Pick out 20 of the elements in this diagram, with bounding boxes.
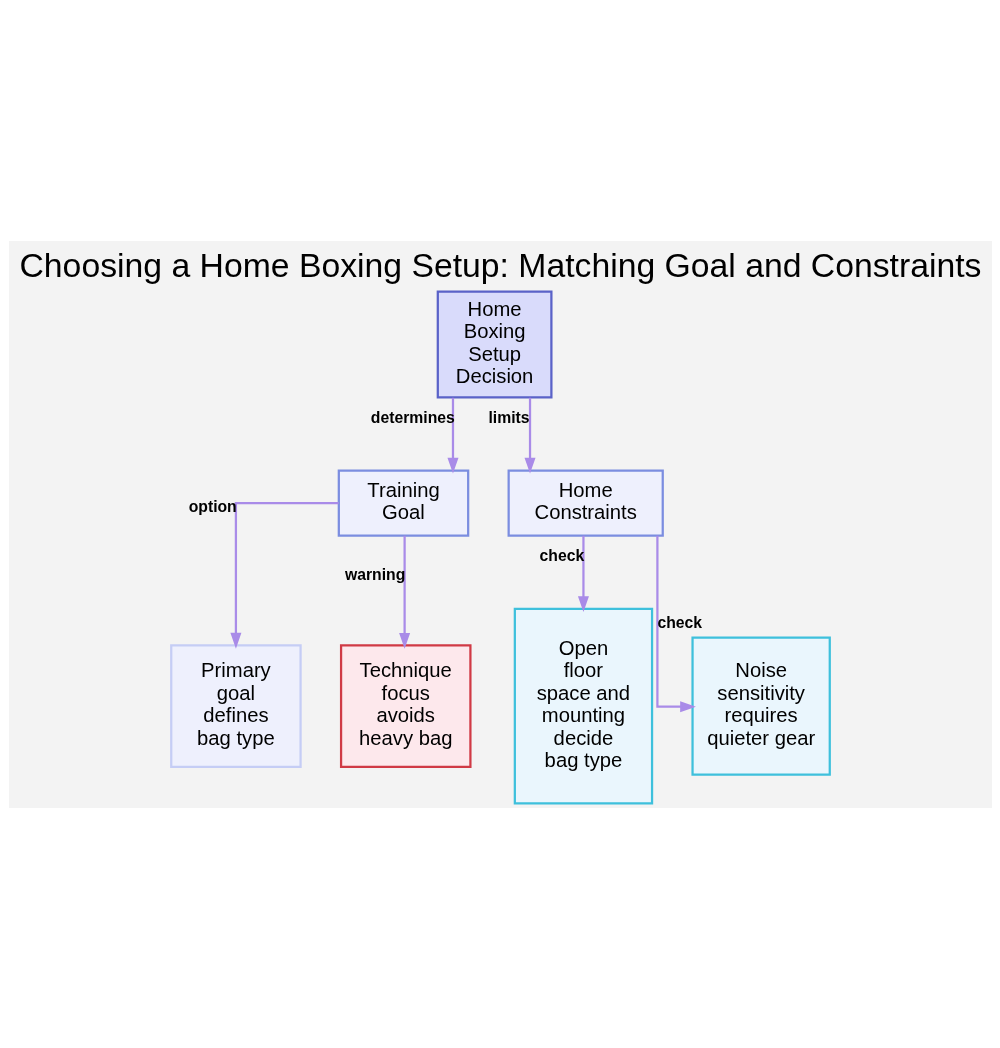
edge-label: check bbox=[539, 546, 584, 564]
node-box: Home Boxing Setup Decision bbox=[436, 290, 552, 399]
edge-label: check bbox=[656, 613, 702, 631]
edge-label: warning bbox=[344, 565, 405, 583]
arrow bbox=[398, 535, 410, 649]
arrow bbox=[446, 397, 458, 474]
arrow bbox=[524, 397, 536, 474]
edge-label: limits bbox=[487, 408, 530, 426]
node-box: Noise sensitivity requires quieter gear bbox=[690, 635, 831, 776]
node-box: Primary goal defines bag type bbox=[169, 643, 302, 768]
arrow bbox=[655, 535, 696, 712]
arrow bbox=[577, 535, 589, 612]
edge-label: determines bbox=[370, 408, 455, 426]
diagram-title: Choosing a Home Boxing Setup: Matching Goal and Constraints bbox=[19, 245, 981, 284]
node-box: Open floor space and mounting decide bag type bbox=[513, 607, 653, 805]
edge-label: option bbox=[188, 497, 237, 515]
node-box: Home Constraints bbox=[507, 468, 664, 537]
arrow bbox=[229, 501, 339, 649]
node-box: Technique focus avoids heavy bag bbox=[339, 643, 472, 768]
node-box: Training Goal bbox=[337, 468, 469, 537]
